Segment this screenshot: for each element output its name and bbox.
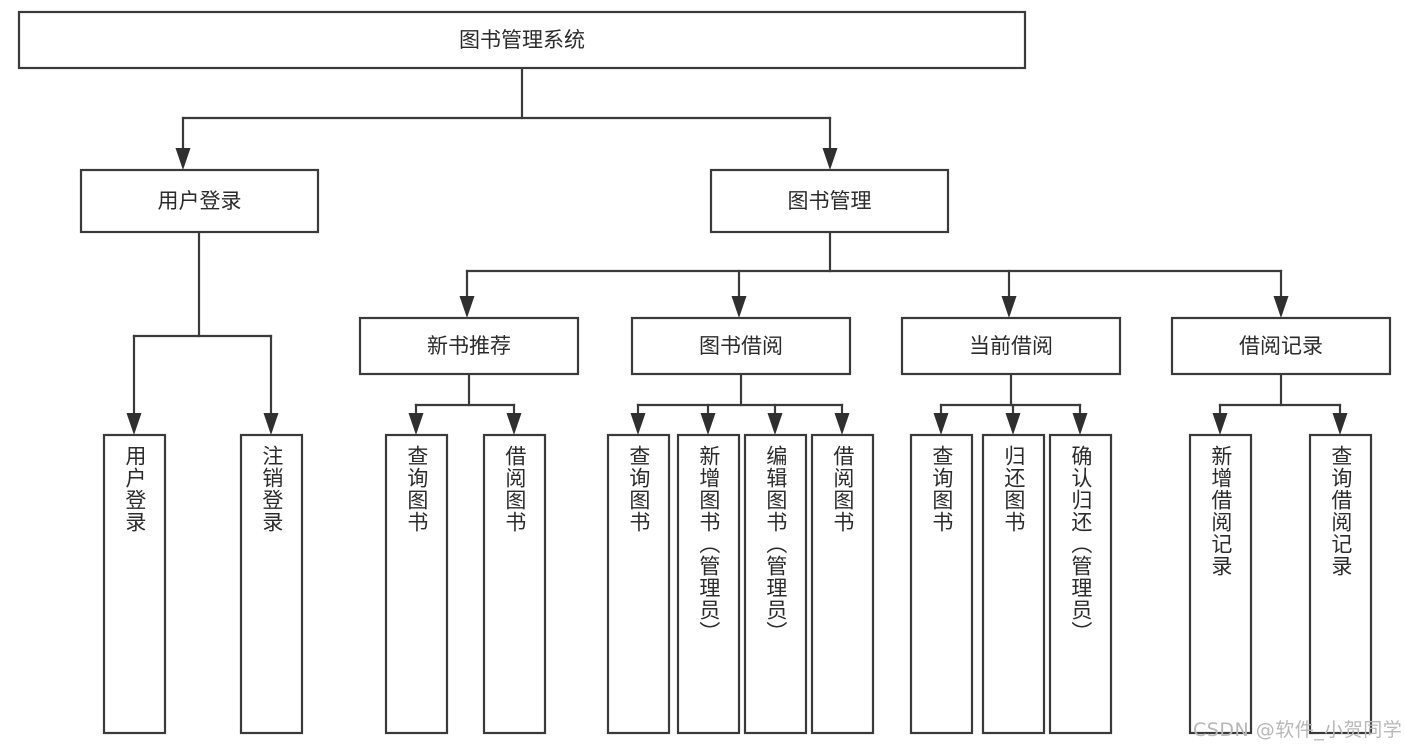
current-borrow-drop-1-head (1005, 413, 1021, 435)
root-drop-0-head (175, 148, 191, 170)
leaf-box-leaf-query-book-2[interactable] (606, 433, 671, 735)
new-book-recommend-drop-0-head (408, 413, 424, 435)
leaf-box-leaf-query-book-1[interactable] (384, 433, 449, 735)
node-label-new-book-recommend: 新书推荐 (427, 334, 511, 358)
leaf-box-leaf-user-logout[interactable] (239, 433, 304, 735)
new-book-recommend-drop-1-head (506, 413, 522, 435)
leaf-box-leaf-add-book[interactable] (676, 433, 741, 735)
book-borrow-drop-1-head (700, 413, 716, 435)
level3-box-book-borrow[interactable] (630, 316, 852, 376)
level3-box-borrow-record[interactable] (1170, 316, 1392, 376)
leaf-box-leaf-query-record[interactable] (1308, 433, 1373, 735)
node-label-user-login: 用户登录 (158, 189, 242, 213)
book-manage-drop-0-head (459, 296, 475, 318)
book-borrow-drop-3-head (834, 413, 850, 435)
level3-box-new-book-recommend[interactable] (358, 316, 580, 376)
node-label-borrow-record: 借阅记录 (1239, 334, 1323, 358)
book-manage-drop-2-head (1001, 296, 1017, 318)
user-login-drop-0-head (126, 413, 142, 435)
node-label-book-borrow: 图书借阅 (699, 334, 783, 358)
leaf-box-leaf-borrow-book-1[interactable] (482, 433, 547, 735)
leaf-box-leaf-add-record[interactable] (1188, 433, 1253, 735)
book-borrow-drop-0-head (630, 413, 646, 435)
boxes-layer (17, 10, 1392, 735)
level3-box-current-borrow[interactable] (900, 316, 1122, 376)
connectors-layer (126, 66, 1348, 435)
current-borrow-drop-0-head (933, 413, 949, 435)
user-login-drop-1-head (263, 413, 279, 435)
root-box[interactable] (17, 10, 1027, 70)
leaf-box-leaf-borrow-book-2[interactable] (810, 433, 875, 735)
level2-box-user-login[interactable] (79, 168, 320, 234)
current-borrow-drop-2-head (1072, 413, 1088, 435)
node-label-root: 图书管理系统 (459, 28, 585, 52)
leaf-box-leaf-query-book-3[interactable] (909, 433, 974, 735)
book-borrow-drop-2-head (767, 413, 783, 435)
leaf-box-leaf-edit-book[interactable] (743, 433, 808, 735)
borrow-record-drop-0-head (1212, 413, 1228, 435)
leaf-box-leaf-user-login[interactable] (102, 433, 167, 735)
watermark-text: CSDN @软件_小贺同学 (1193, 719, 1403, 741)
node-label-book-manage: 图书管理 (788, 189, 872, 213)
book-manage-drop-3-head (1273, 296, 1289, 318)
level2-box-book-manage[interactable] (709, 168, 950, 234)
node-label-current-borrow: 当前借阅 (969, 334, 1053, 358)
book-manage-drop-1-head (731, 296, 747, 318)
leaf-box-leaf-return-book[interactable] (981, 433, 1046, 735)
leaf-box-leaf-confirm-return[interactable] (1048, 433, 1113, 735)
root-drop-1-head (822, 148, 838, 170)
borrow-record-drop-1-head (1332, 413, 1348, 435)
